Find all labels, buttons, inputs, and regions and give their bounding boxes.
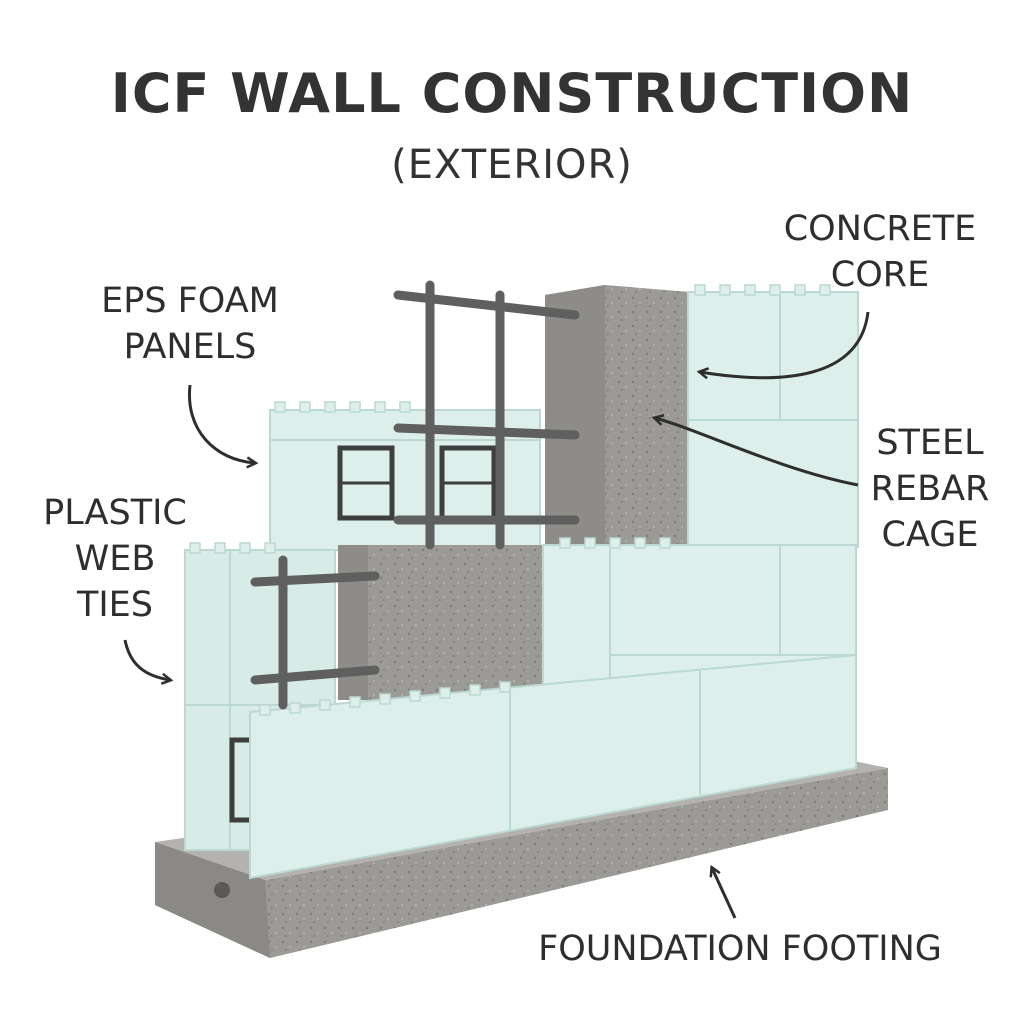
label-foundation-footing: FOUNDATION FOOTING — [538, 929, 942, 969]
steel-rebar-cage — [250, 280, 580, 710]
eps-foam-panel-upper-right — [687, 291, 859, 548]
label-eps-foam-panels: EPS FOAM PANELS — [101, 281, 279, 367]
eps-foam-panels-arrow — [187, 384, 255, 463]
plastic-web-tie-upper-1 — [337, 445, 395, 521]
label-steel-rebar-cage: STEEL REBAR CAGE — [870, 423, 990, 555]
concrete-core-mid — [338, 545, 543, 700]
label-concrete-core: CONCRETE CORE — [783, 209, 977, 295]
foundation-footing-arrow — [712, 868, 737, 919]
label-plastic-web-ties: PLASTIC WEB TIES — [43, 493, 187, 625]
foam-interlock-teeth — [189, 284, 831, 716]
diagram-subtitle: (EXTERIOR) — [391, 142, 633, 188]
diagram-title: ICF WALL CONSTRUCTION — [110, 62, 914, 125]
steel-rebar-cage-arrow — [655, 418, 859, 487]
eps-foam-panel-bottom-front — [249, 653, 857, 880]
plastic-web-ties-arrow — [123, 639, 170, 680]
concrete-core-arrow — [700, 311, 870, 378]
concrete-core-tall — [545, 285, 690, 545]
